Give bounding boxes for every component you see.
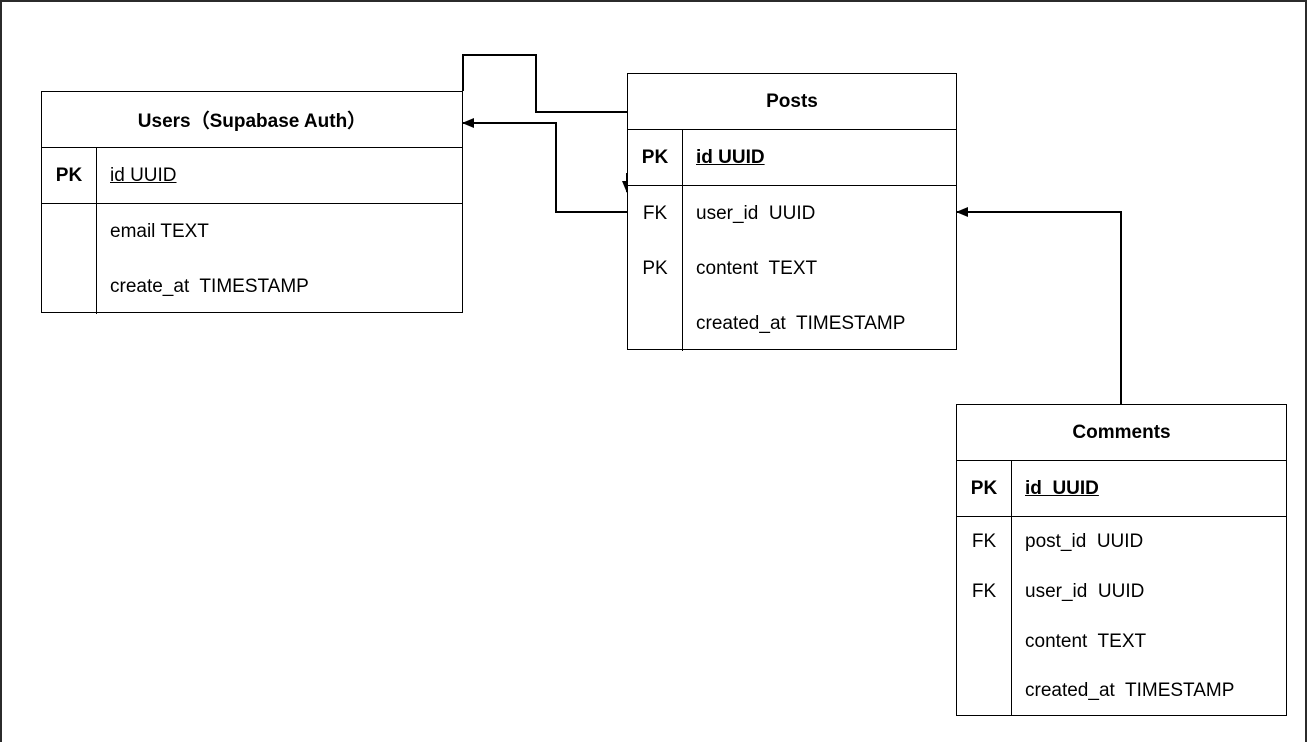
entity-users-body: email TEXT create_at TIMESTAMP — [42, 204, 462, 314]
entity-users-row-key — [42, 259, 96, 314]
entity-users-row-field: email TEXT — [110, 220, 209, 242]
entity-posts-pk-field-text: id UUID — [696, 146, 765, 168]
entity-users-key-column — [42, 204, 97, 314]
entity-users-pk-row: PK id UUID — [42, 148, 462, 204]
entity-comments-row-key: FK — [971, 581, 997, 602]
entity-users-pk-field: id UUID — [97, 148, 462, 203]
connector-posts-user-to-users — [462, 118, 627, 213]
connector-comments-to-posts — [956, 207, 1122, 404]
entity-comments-pk-key: PK — [957, 461, 1012, 516]
entity-posts-row-field: user_id UUID — [696, 202, 816, 224]
entity-users-row-field: create_at TIMESTAMP — [110, 275, 309, 297]
entity-posts[interactable]: Posts PK id UUID FK PK user_id UUID cont… — [627, 73, 957, 351]
entity-posts-row-key: PK — [642, 257, 668, 279]
entity-comments[interactable]: Comments PK id UUID FK FK post_id UUID u… — [956, 404, 1287, 716]
entity-users-pk-key: PK — [42, 148, 97, 203]
entity-comments-body: FK FK post_id UUID user_id UUID content … — [957, 517, 1286, 715]
entity-comments-row-key: FK — [971, 531, 997, 552]
entity-comments-row-key — [957, 617, 1011, 667]
entity-comments-row-key — [957, 667, 1011, 715]
entity-users-field-column: email TEXT create_at TIMESTAMP — [97, 204, 462, 314]
entity-comments-pk-row: PK id UUID — [957, 461, 1286, 517]
entity-posts-pk-key: PK — [628, 130, 683, 185]
entity-comments-row-field: user_id UUID — [1025, 581, 1145, 602]
entity-comments-row-field: post_id UUID — [1025, 531, 1144, 552]
entity-posts-key-column: FK PK — [628, 186, 683, 351]
entity-users-row-key — [42, 204, 96, 259]
entity-posts-pk-field: id UUID — [683, 130, 956, 185]
entity-posts-row-key — [628, 296, 682, 351]
entity-posts-title: Posts — [628, 74, 956, 130]
entity-comments-title: Comments — [957, 405, 1286, 461]
entity-posts-field-column: user_id UUID content TEXT created_at TIM… — [683, 186, 956, 351]
connector-users-loop-to-posts — [462, 54, 627, 113]
entity-posts-body: FK PK user_id UUID content TEXT created_… — [628, 186, 956, 351]
entity-posts-row-field: created_at TIMESTAMP — [696, 312, 906, 334]
entity-posts-row-key: FK — [642, 202, 668, 224]
entity-users[interactable]: Users（Supabase Auth） PK id UUID email TE… — [41, 91, 463, 314]
entity-comments-field-column: post_id UUID user_id UUID content TEXT c… — [1012, 517, 1286, 715]
entity-users-pk-field-text: id UUID — [110, 164, 177, 186]
entity-posts-pk-row: PK id UUID — [628, 130, 956, 186]
entity-comments-row-field: content TEXT — [1025, 631, 1147, 652]
entity-comments-pk-field: id UUID — [1012, 461, 1286, 516]
entity-posts-row-field: content TEXT — [696, 257, 818, 279]
entity-comments-pk-field-text: id UUID — [1025, 477, 1099, 499]
entity-comments-row-field: created_at TIMESTAMP — [1025, 680, 1235, 701]
entity-users-title: Users（Supabase Auth） — [42, 92, 462, 148]
entity-comments-key-column: FK FK — [957, 517, 1012, 715]
